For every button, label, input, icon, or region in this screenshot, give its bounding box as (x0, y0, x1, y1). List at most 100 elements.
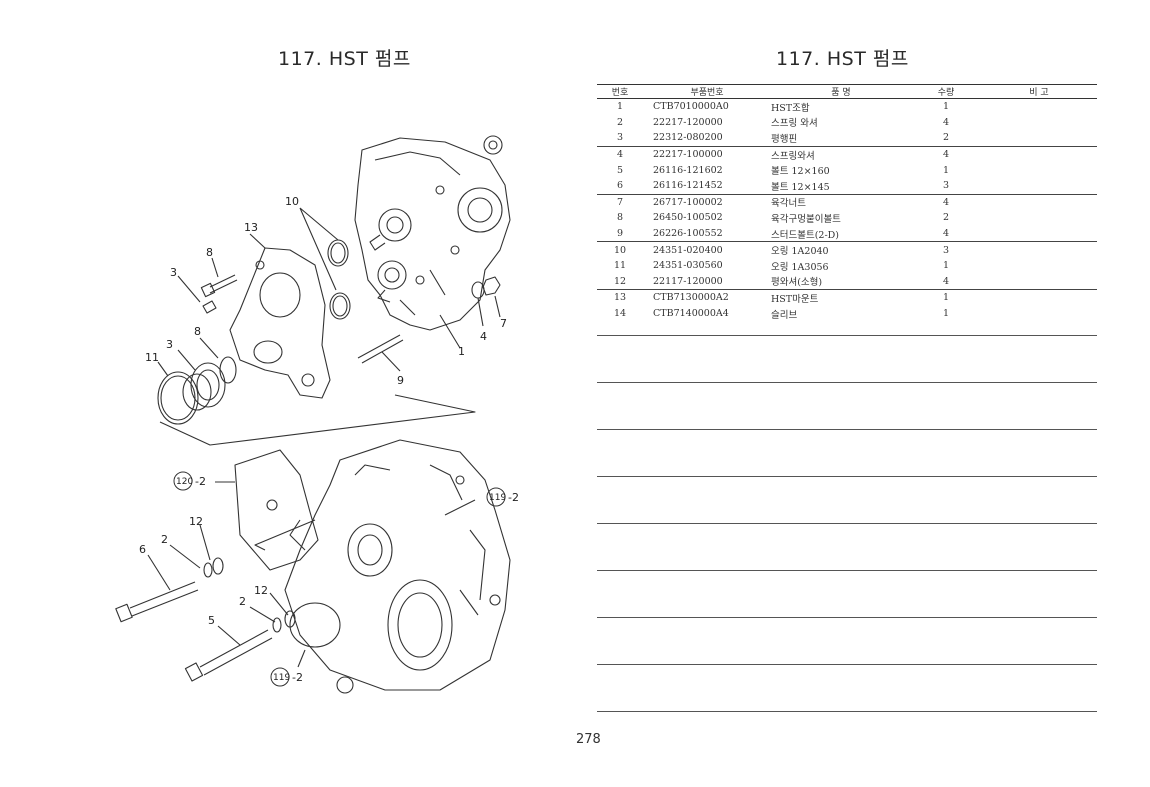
cell-part-number: 22217-100000 (653, 149, 723, 161)
cell-number: 13 (613, 292, 627, 304)
table-row: 3 22312-080200 평행핀 2 (597, 130, 1097, 147)
cell-remarks (981, 194, 1097, 210)
cell-part-number: 26717-100002 (653, 196, 723, 208)
cell-number: 10 (613, 244, 627, 256)
callout-13: 13 (244, 221, 258, 234)
ref-120-suffix: -2 (195, 475, 206, 488)
table-row: 10 24351-020400 오링 1A2040 3 (597, 242, 1097, 258)
cell-number: 8 (616, 212, 624, 224)
cell-number: 14 (613, 308, 627, 320)
cell-remarks (981, 99, 1097, 115)
blank-row-divider (597, 523, 1097, 524)
transmission-case (234, 439, 511, 694)
blank-row-divider (597, 335, 1097, 336)
table-row: 9 26226-100552 스터드볼트(2-D) 4 (597, 225, 1097, 243)
blank-row-divider (597, 476, 1097, 477)
cell-part-number: CTB7130000A2 (653, 292, 729, 304)
cell-number: 2 (616, 116, 624, 128)
cell-quantity: 1 (942, 260, 950, 272)
table-row: 13 CTB7130000A2 HST마운트 1 (597, 290, 1097, 306)
callout-3-upper: 3 (170, 266, 177, 279)
cell-remarks (981, 210, 1097, 226)
cell-number: 4 (616, 149, 624, 161)
cell-part-name: 슬리브 (771, 309, 798, 321)
blank-row-divider (597, 382, 1097, 383)
cell-part-name: 스터드볼트(2-D) (771, 225, 911, 243)
cell-part-number: 22312-080200 (643, 130, 771, 147)
cell-remarks (981, 177, 1097, 195)
cell-part-number: CTB7140000A4 (653, 308, 729, 320)
callout-3-lower: 3 (166, 338, 173, 351)
page-number: 278 (576, 732, 601, 747)
blank-row-divider (597, 711, 1097, 712)
cell-part-number: 24351-030560 (653, 260, 723, 272)
hst-mount (229, 247, 331, 399)
callout-1: 1 (458, 345, 465, 358)
cell-remarks (981, 242, 1097, 258)
table-header-row: 번호 부품번호 품 명 수량 비 고 (597, 84, 1097, 99)
cell-quantity: 4 (911, 225, 981, 243)
cell-quantity: 3 (911, 177, 981, 195)
cell-number: 3 (597, 130, 643, 147)
callout-8-lower: 8 (194, 325, 201, 338)
cell-part-number: CTB7010000A0 (653, 101, 729, 113)
table-row: 2 22217-120000 스프링 와셔 4 (597, 115, 1097, 131)
cell-quantity: 4 (942, 116, 950, 128)
table-row: 5 26116-121602 볼트 12×160 1 (597, 162, 1097, 178)
cell-quantity: 4 (911, 273, 981, 291)
callout-8-upper: 8 (206, 246, 213, 259)
table-row: 7 26717-100002 육각너트 4 (597, 194, 1097, 210)
page-title-left: 117. HST 펌프 (278, 48, 411, 70)
callout-11: 11 (145, 351, 159, 364)
cell-number: 11 (613, 260, 627, 272)
cell-part-number: 26450-100502 (653, 212, 723, 224)
cell-remarks (981, 130, 1097, 147)
cell-number: 7 (616, 196, 624, 208)
cell-quantity: 2 (911, 130, 981, 147)
header-remarks: 비 고 (981, 84, 1097, 99)
exploded-parts-diagram: 10 13 8 3 8 3 11 9 1 4 7 12 2 6 12 2 5 1… (115, 135, 519, 694)
cell-number: 12 (597, 273, 643, 291)
cell-number: 9 (597, 225, 643, 243)
ref-119-upper-suffix: -2 (508, 491, 519, 504)
ref-119-lower-number: 119 (273, 673, 290, 683)
header-number: 번호 (597, 84, 643, 99)
cell-quantity: 1 (942, 164, 950, 176)
cell-quantity: 1 (942, 292, 950, 304)
page-title-right: 117. HST 펌프 (776, 48, 909, 70)
table-row: 8 26450-100502 육각구멍붙이볼트 2 (597, 210, 1097, 226)
callout-12-upper: 12 (189, 515, 203, 528)
hst-pump-assembly (354, 135, 511, 331)
cell-part-name: HST마운트 (771, 293, 819, 305)
cell-remarks (981, 115, 1097, 131)
cell-number: 1 (616, 101, 624, 113)
ref-120-number: 120 (176, 477, 193, 487)
cell-remarks (981, 290, 1097, 306)
cell-part-name: 볼트 12×160 (771, 166, 830, 178)
callout-2-upper: 2 (161, 533, 168, 546)
table-row: 1 CTB7010000A0 HST조합 1 (597, 99, 1097, 115)
cell-remarks (981, 273, 1097, 291)
table-row: 4 22217-100000 스프링와셔 4 (597, 146, 1097, 162)
cell-quantity: 1 (942, 101, 950, 113)
cell-part-name: 육각구멍붙이볼트 (771, 213, 841, 225)
cell-quantity: 4 (942, 149, 950, 161)
cell-remarks (981, 258, 1097, 274)
cell-part-name: 육각너트 (771, 198, 806, 210)
cell-part-name: 스프링와셔 (771, 150, 815, 162)
cell-number: 5 (616, 164, 624, 176)
parts-table: 번호 부품번호 품 명 수량 비 고 1 CTB7010000A0 HST조합 … (597, 84, 1097, 321)
table-row: 12 22117-120000 평와셔(소형) 4 (597, 273, 1097, 291)
cell-remarks (981, 146, 1097, 162)
cell-part-number: 26116-121602 (653, 164, 723, 176)
cell-part-name: 오링 1A2040 (771, 246, 829, 258)
callout-9: 9 (397, 374, 404, 387)
cell-part-number: 22117-120000 (643, 273, 771, 291)
cell-part-name: 평행핀 (771, 130, 911, 147)
callout-4: 4 (480, 330, 487, 343)
blank-row-divider (597, 664, 1097, 665)
callout-10: 10 (285, 195, 299, 208)
header-part-number: 부품번호 (643, 84, 771, 99)
cell-part-number: 22217-120000 (653, 116, 723, 128)
cell-part-name: 볼트 12×145 (771, 177, 911, 195)
